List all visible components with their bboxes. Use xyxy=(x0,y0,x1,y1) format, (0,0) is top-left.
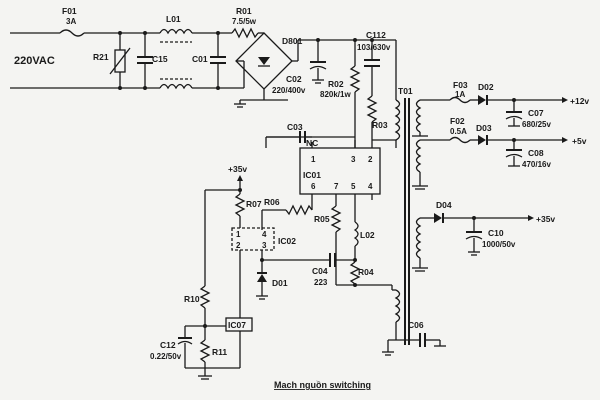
r05-label: R05 xyxy=(314,214,330,224)
f02-label: F02 xyxy=(450,116,465,126)
ic02-pin1: 1 xyxy=(236,230,241,239)
resistor-r03 xyxy=(366,95,396,141)
ic01-pin6: 6 xyxy=(311,182,316,191)
rail-5v: +5v xyxy=(572,136,587,146)
c02-value: 220/400v xyxy=(272,86,306,95)
r01-value: 7.5/5w xyxy=(232,17,257,26)
c01-label: C01 xyxy=(192,54,208,64)
r03-label: R03 xyxy=(372,120,388,130)
c10-label: C10 xyxy=(488,228,504,238)
transformer-t01 xyxy=(394,98,422,345)
r21-label: R21 xyxy=(93,52,109,62)
c08-value: 470/16v xyxy=(522,160,551,169)
d04-label: D04 xyxy=(436,200,452,210)
resistor-r01 xyxy=(231,27,264,39)
f02-value: 0.5A xyxy=(450,127,467,136)
ic02-chip xyxy=(231,220,275,318)
c03-label: C03 xyxy=(287,122,303,132)
output-12v-branch xyxy=(420,95,568,127)
l01-label: L01 xyxy=(166,14,181,24)
capacitor-c12 xyxy=(177,324,207,368)
c07-label: C07 xyxy=(528,108,544,118)
r07-label: R07 xyxy=(246,199,262,209)
d03-label: D03 xyxy=(476,123,492,133)
f03-label: F03 xyxy=(453,80,468,90)
d801-label: D801 xyxy=(282,36,303,46)
d01-label: D01 xyxy=(272,278,288,288)
capacitor-c01 xyxy=(210,31,226,90)
ic01-pin3: 3 xyxy=(351,155,356,164)
capacitor-c06 xyxy=(382,322,446,356)
mains-input-wires xyxy=(10,32,160,89)
capacitor-c15 xyxy=(137,31,153,90)
d02-label: D02 xyxy=(478,82,494,92)
c08-label: C08 xyxy=(528,148,544,158)
c112-label: C112 xyxy=(366,30,386,40)
ic01-pin5: 5 xyxy=(351,182,356,191)
secondary-grounds xyxy=(412,132,428,272)
ic01-chip xyxy=(299,140,381,195)
ic01-pin1: 1 xyxy=(311,155,316,164)
c112-value: 103/630v xyxy=(357,43,391,52)
resistor-r10 xyxy=(199,188,242,326)
bridge-rectifier-d801 xyxy=(234,32,372,108)
f03-value: 1A xyxy=(455,90,465,99)
rail-35v-in: +35v xyxy=(228,164,247,174)
ic01-lower-wiring xyxy=(261,194,396,291)
ic02-pin3: 3 xyxy=(262,241,267,250)
r02-value: 820k/1w xyxy=(320,90,351,99)
l02-label: L02 xyxy=(360,230,375,240)
ic01-pin7: 7 xyxy=(334,182,339,191)
diode-d01 xyxy=(256,260,268,300)
c02-label: C02 xyxy=(286,74,302,84)
f01-value: 3A xyxy=(66,17,76,26)
r02-label: R02 xyxy=(328,79,344,89)
c10-value: 1000/50v xyxy=(482,240,516,249)
capacitor-c112 xyxy=(364,38,397,100)
c12-label: C12 xyxy=(160,340,176,350)
capacitor-c02 xyxy=(309,38,327,84)
c12-value: 0.22/50v xyxy=(150,352,182,361)
c07-value: 680/25v xyxy=(522,120,551,129)
varistor-r21 xyxy=(109,31,131,90)
ic02-pin4: 4 xyxy=(262,230,267,239)
c15-label: C15 xyxy=(152,54,168,64)
resistor-r11 xyxy=(185,326,241,380)
ic01-nc: NC xyxy=(306,138,318,148)
f01-label: F01 xyxy=(62,6,77,16)
input-label: 220VAC xyxy=(14,55,55,67)
ic01-pin4: 4 xyxy=(368,182,373,191)
t01-label: T01 xyxy=(398,86,413,96)
r06-label: R06 xyxy=(264,197,280,207)
r04-label: R04 xyxy=(358,267,374,277)
capacitor-c04 xyxy=(260,253,357,267)
rail-12v: +12v xyxy=(570,96,589,106)
ic01-label: IC01 xyxy=(303,170,321,180)
ic07-label: IC07 xyxy=(228,320,246,330)
capacitor-c03 xyxy=(265,131,355,148)
r01-label: R01 xyxy=(236,6,252,16)
r10-label: R10 xyxy=(184,294,200,304)
r11-label: R11 xyxy=(212,347,227,357)
output-5v-branch xyxy=(420,135,568,167)
ic02-pin2: 2 xyxy=(236,241,241,250)
resistor-r07 xyxy=(234,175,246,220)
ic02-label: IC02 xyxy=(278,236,296,246)
output-35v-branch xyxy=(420,213,534,256)
diagram-caption: Mach nguồn switching xyxy=(274,380,371,390)
c04-value: 223 xyxy=(314,278,328,287)
ic07-regulator xyxy=(205,317,253,332)
c04-label: C04 xyxy=(312,266,328,276)
rail-35v-out: +35v xyxy=(536,214,555,224)
ic01-pin2: 2 xyxy=(368,155,373,164)
c06-label: C06 xyxy=(408,320,424,330)
